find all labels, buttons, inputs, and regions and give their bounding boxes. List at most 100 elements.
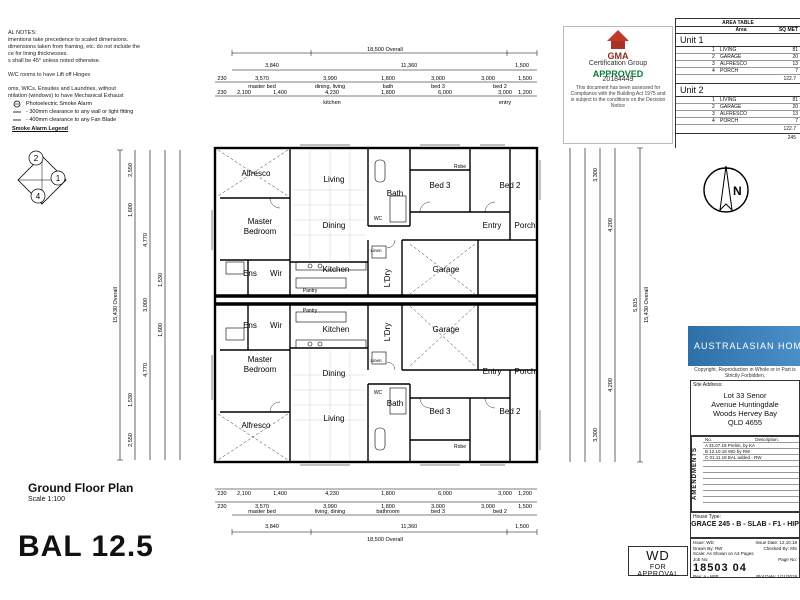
- room-label-porch: Porch: [515, 221, 536, 230]
- area-col-header: Area: [735, 27, 747, 33]
- dim-text: 1,400: [273, 90, 287, 96]
- room-label-living: Living: [324, 414, 345, 423]
- overall-height-left: 15,430 Overall: [113, 287, 119, 323]
- dim-text: 1,530: [158, 273, 164, 287]
- amendment-row: [703, 473, 799, 479]
- dim-text: 3,300: [593, 168, 599, 182]
- unit-2-room-labels: Alfresco Living Dining Bath Bed 3 Bed 2 …: [242, 308, 536, 450]
- approval-status: APPROVED: [592, 69, 644, 79]
- dim-text: 1,600: [128, 203, 134, 217]
- legend-label: - 300mm clearance to any wall or light f…: [26, 108, 134, 115]
- dim-text: 1,530: [128, 393, 134, 407]
- dim-text: 1,400: [273, 491, 287, 497]
- amendments-title: AMENDMENTS: [691, 437, 703, 511]
- brand-banner: AUSTRALASIAN HOMES: [688, 326, 800, 366]
- amend-col-no: No.: [705, 437, 713, 442]
- room-label-master: Master: [248, 355, 273, 364]
- unit-2-heading: Unit 2: [676, 84, 800, 97]
- dim-text: 3,840: [265, 63, 279, 69]
- dim-text: 1,200: [518, 90, 532, 96]
- room-label-wc: WC: [374, 390, 383, 396]
- dim-text: 1,800: [381, 504, 395, 510]
- for-approval-label: FOR APPROVAL: [637, 564, 679, 578]
- room-label-bedroom: Bedroom: [244, 227, 277, 236]
- dim-text: 1,600: [158, 323, 164, 337]
- amendment-row: B 12.10.18 WD by RW: [703, 449, 799, 455]
- dim-text: 4,770: [143, 233, 149, 247]
- room-label-linen: Linen: [370, 248, 382, 253]
- certification-stamp: GMA Certification Group APPROVED 2018444…: [563, 26, 673, 144]
- dim-text: 3,000: [498, 90, 512, 96]
- dim-text: 2,100: [237, 90, 251, 96]
- plan-title: Ground Floor Plan: [28, 481, 134, 495]
- row-no: 1: [712, 47, 715, 53]
- gma-logo-icon: [607, 30, 629, 49]
- dim-text: 3,000: [431, 76, 445, 82]
- row-sqm: 81: [792, 97, 798, 103]
- room-dim-label: bed 2: [493, 84, 507, 90]
- job-number: 18503 04: [693, 562, 747, 574]
- dim-text: 4,230: [325, 90, 339, 96]
- address-line: Woods Hervey Bay: [712, 409, 778, 418]
- fixtures: [225, 159, 407, 451]
- wd-stamp: WD FOR APPROVAL: [628, 546, 688, 578]
- plot-date: Plot Date: 1/11/2018: [756, 574, 797, 579]
- legend-title: Smoke Alarm Legend: [12, 126, 69, 132]
- room-label-wir: Wir: [270, 269, 282, 278]
- room-dim-label: bed 3: [431, 84, 445, 90]
- area-table-header: Area SQ MET: [676, 27, 800, 34]
- section-marker: 2 1 4: [17, 150, 67, 205]
- dim-text: 230: [217, 76, 226, 82]
- room-label-laundry: L'Dry: [383, 269, 392, 287]
- room-dim-label: dining, living: [315, 84, 345, 90]
- dim-text: 230: [217, 90, 226, 96]
- room-label-dining: Dining: [323, 369, 346, 378]
- dim-text: 1,800: [381, 76, 395, 82]
- door-swings: [269, 197, 496, 413]
- dim-text: 2,550: [128, 163, 134, 177]
- grand-total: 245: [787, 135, 796, 141]
- alfresco-diagonals: [217, 149, 289, 461]
- note-line: oms, WICs, Ensuites and Laundries, witho…: [8, 86, 116, 92]
- row-no: 4: [712, 118, 715, 124]
- room-dim-label: entry: [499, 100, 511, 106]
- amendment-row: [703, 497, 799, 503]
- dim-text: 3,840: [265, 524, 279, 530]
- dim-text: 3,990: [323, 504, 337, 510]
- room-label-master: Master: [248, 217, 273, 226]
- room-dim-label: bed 2: [493, 509, 507, 515]
- room-label-alfresco: Alfresco: [242, 421, 271, 430]
- overall-height-right: 15,430 Overall: [644, 287, 650, 323]
- dim-text: 1,200: [518, 491, 532, 497]
- room-label-bath: Bath: [387, 399, 403, 408]
- row-no: 2: [712, 54, 715, 60]
- area-table-title: AREA TABLE: [676, 19, 800, 27]
- legend-item: Photoelectric Smoke Alarm: [12, 100, 172, 108]
- room-label-garage: Garage: [433, 325, 460, 334]
- unit-1-heading: Unit 1: [676, 34, 800, 47]
- dim-text: 1,800: [381, 90, 395, 96]
- row-sqm: 13: [792, 61, 798, 67]
- bal-rating: BAL 12.5: [18, 530, 154, 563]
- unit-1-walls: [220, 148, 537, 296]
- note-line: ce for lining thicknesses.: [8, 51, 68, 57]
- room-label-bed2: Bed 2: [500, 407, 521, 416]
- unit-2-walls: [220, 304, 537, 462]
- row-area: GARAGE: [720, 54, 742, 60]
- amendment-row: [703, 491, 799, 497]
- dim-text: 2,550: [128, 433, 134, 447]
- note-line: W/C rooms to have Lift off Hinges: [8, 72, 91, 78]
- room-label-kitchen: Kitchen: [323, 265, 350, 274]
- row-area: ALFRESCO: [720, 61, 747, 67]
- note-line: ntilation (windows) to have Mechanical E…: [8, 93, 124, 99]
- note-line: s shall be 45° unless noted otherwise.: [8, 58, 101, 64]
- room-label-kitchen: Kitchen: [323, 325, 350, 334]
- amendment-row: [703, 485, 799, 491]
- dim-text: 230: [217, 504, 226, 510]
